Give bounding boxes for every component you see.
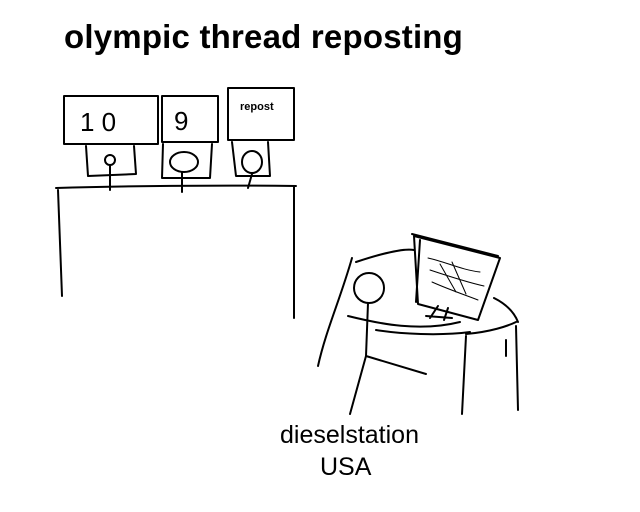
computer-user — [347, 272, 471, 415]
user-torso — [365, 302, 369, 357]
user-head — [353, 272, 385, 304]
judge-3-head — [241, 150, 263, 174]
judge-2: 9 — [161, 95, 219, 193]
score-card-1-value: 1 0 — [80, 107, 116, 137]
judge-3: repost — [227, 87, 295, 189]
caption-country: USA — [320, 453, 372, 481]
computer-desk — [317, 248, 519, 415]
monitor-stand — [425, 305, 453, 321]
user-arm-2 — [375, 329, 471, 336]
monitor-screen-scribble — [427, 257, 485, 301]
judges-table — [55, 184, 297, 319]
score-card-1 — [63, 95, 159, 145]
user-arm — [347, 315, 461, 328]
user-leg-1 — [349, 355, 367, 415]
judge-2-head — [169, 151, 199, 173]
score-card-3-value: repost — [240, 101, 274, 113]
user-leg-2 — [365, 355, 427, 375]
judge-1-body — [85, 145, 137, 177]
comic-title: olympic thread reposting — [64, 18, 464, 55]
caption-name: dieselstation — [280, 421, 419, 449]
judge-1-head — [104, 154, 116, 166]
judge-3-body — [231, 141, 271, 177]
judge-1: 1 0 — [63, 95, 159, 191]
judge-2-body — [161, 143, 213, 179]
score-card-2-value: 9 — [174, 106, 188, 136]
score-card-3 — [227, 87, 295, 141]
computer-monitor — [411, 233, 501, 321]
score-card-2 — [161, 95, 219, 143]
